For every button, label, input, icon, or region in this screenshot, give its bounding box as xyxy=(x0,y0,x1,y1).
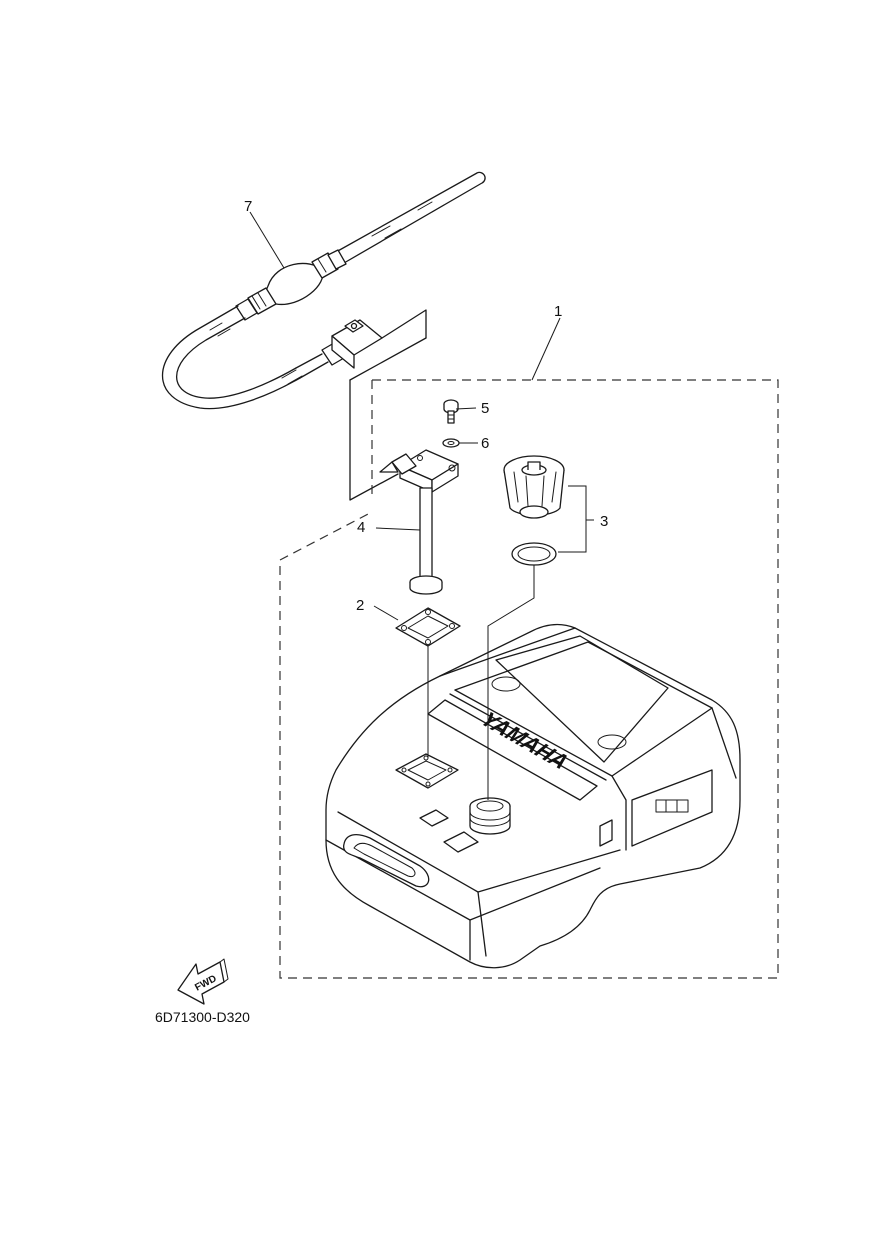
gasket-part xyxy=(395,607,461,647)
o-ring-part xyxy=(511,542,557,566)
washer-part xyxy=(442,438,460,448)
screw-part xyxy=(443,399,459,424)
tank-assembly-boundary xyxy=(279,379,779,979)
callout-6: 6 xyxy=(481,435,489,452)
fuel-cap-part xyxy=(503,455,565,519)
fwd-arrow-icon xyxy=(177,958,229,1005)
callout-1: 1 xyxy=(554,303,562,320)
callout-5: 5 xyxy=(481,400,489,417)
fuel-hose-assembly xyxy=(162,171,486,501)
drawing-code: 6D71300-D320 xyxy=(155,1009,250,1025)
callout-4: 4 xyxy=(357,519,365,536)
callout-3: 3 xyxy=(600,513,608,530)
fuel-tank-body xyxy=(325,623,741,969)
callout-7: 7 xyxy=(244,198,252,215)
callout-2: 2 xyxy=(356,597,364,614)
fuel-pickup-part xyxy=(379,449,459,595)
